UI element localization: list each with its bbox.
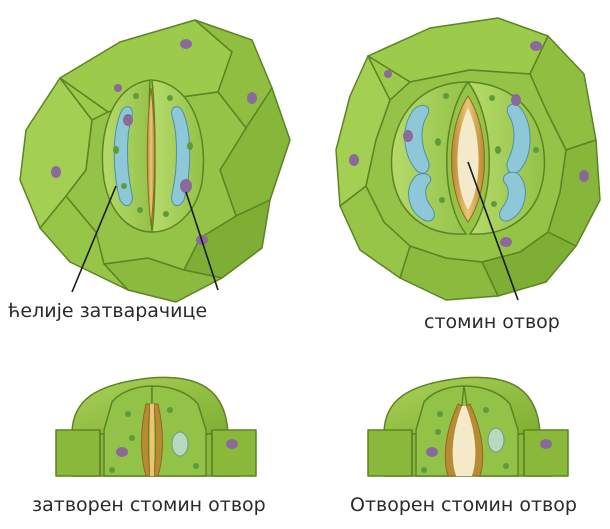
open-stoma-cross-section xyxy=(368,377,568,476)
guard-cells-label: ћелије затварачице xyxy=(8,300,207,322)
closed-stoma-top-view xyxy=(20,20,290,302)
closed-stoma-caption: затворен стомин отвор xyxy=(32,494,266,516)
open-stoma-top-view xyxy=(336,18,600,300)
stoma-pore-label: стомин отвор xyxy=(424,311,560,333)
closed-stoma-cross-section xyxy=(56,377,256,476)
open-stoma-caption: Отворен стомин отвор xyxy=(350,494,577,516)
